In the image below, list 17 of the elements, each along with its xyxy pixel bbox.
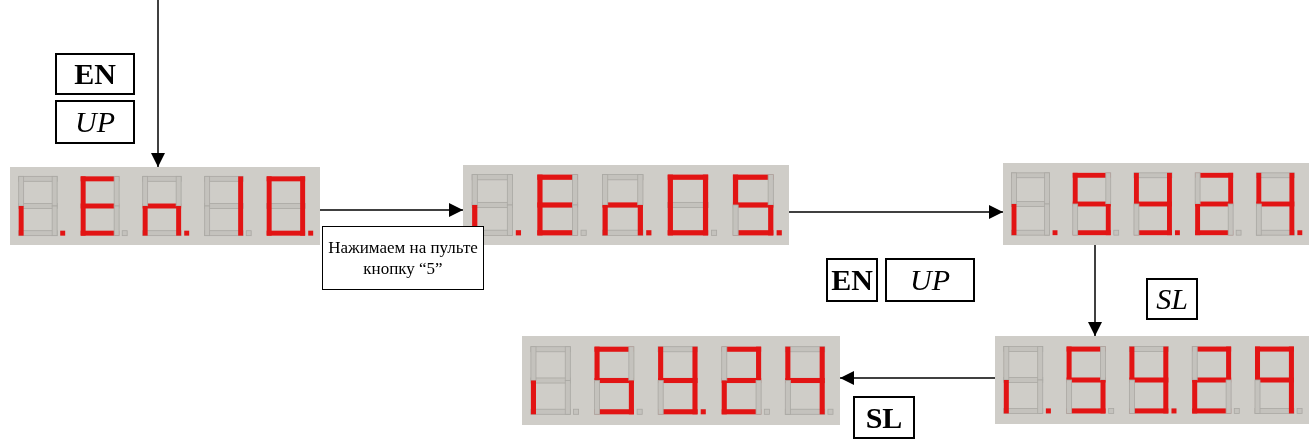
key-label: SL	[853, 396, 915, 439]
seven-segment-display-drawing	[1003, 163, 1309, 245]
seven-segment-display-drawing	[522, 336, 840, 425]
seven-segment-display-drawing	[463, 165, 789, 245]
key-label: EN	[826, 258, 878, 302]
key-label: UP	[885, 258, 975, 302]
key-label: EN	[55, 53, 135, 95]
arrow	[319, 203, 464, 217]
note-box: Нажимаем на пульте кнопку “5”	[322, 226, 484, 290]
arrow	[839, 371, 996, 385]
seven-segment-display-drawing	[995, 336, 1309, 424]
key-label: UP	[55, 100, 135, 144]
key-label: SL	[1146, 278, 1198, 320]
arrow	[788, 205, 1004, 219]
arrow	[1088, 244, 1102, 337]
seven-segment-display-drawing	[10, 167, 320, 245]
arrow	[151, 0, 165, 168]
